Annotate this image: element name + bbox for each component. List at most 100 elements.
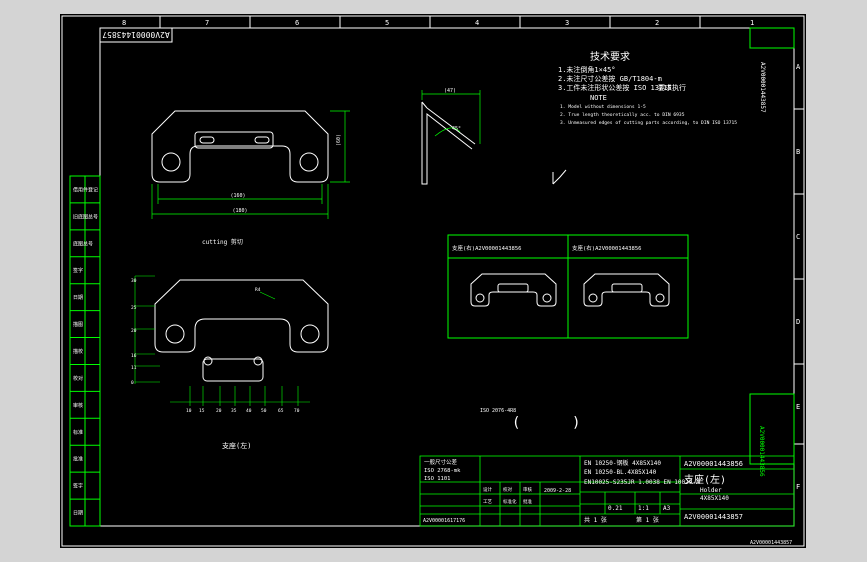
approval-label: 工艺 bbox=[483, 499, 492, 505]
left-strip-label: 审核 bbox=[73, 402, 83, 409]
corner-id: A2V00001443857 bbox=[750, 540, 792, 546]
right-strip bbox=[749, 27, 795, 465]
svg-text:1: 1 bbox=[750, 19, 754, 27]
sheet-count: 共 1 张 bbox=[584, 516, 607, 524]
svg-text:5: 5 bbox=[385, 19, 389, 27]
radius-label: R4 bbox=[255, 287, 261, 293]
dim-width-inner: (160) bbox=[230, 193, 245, 199]
svg-text:70: 70 bbox=[294, 408, 300, 414]
left-strip-label: 校对 bbox=[73, 375, 83, 382]
svg-text:50: 50 bbox=[261, 408, 267, 414]
views-table bbox=[447, 234, 689, 339]
title-scale: 1:1 bbox=[638, 505, 649, 512]
side-view-part bbox=[421, 101, 476, 185]
svg-text:F: F bbox=[796, 483, 800, 491]
flat-pattern-part bbox=[154, 279, 329, 382]
part-number: A2V00001443857 bbox=[684, 513, 743, 521]
svg-text:35: 35 bbox=[231, 408, 237, 414]
svg-text:11: 11 bbox=[131, 365, 137, 371]
svg-text:7: 7 bbox=[205, 19, 209, 27]
left-strip-label: 日期 bbox=[73, 295, 83, 301]
svg-text:D: D bbox=[796, 318, 800, 326]
right-strip-ref: A2V00001443856 bbox=[758, 426, 765, 477]
left-strip-label: 借用件登记 bbox=[73, 186, 98, 193]
svg-text:一般尺寸公差: 一般尺寸公差 bbox=[424, 458, 458, 466]
dim-height: (60) bbox=[336, 134, 342, 146]
flat-pattern-dims bbox=[134, 275, 310, 406]
svg-text:2: 2 bbox=[655, 19, 659, 27]
svg-text:8: 8 bbox=[122, 19, 126, 27]
dim-width-outer: (180) bbox=[232, 208, 247, 214]
surface-finish-symbol bbox=[552, 169, 567, 185]
flat-pattern-left-dims: 30 25 20 16 11 0 bbox=[131, 278, 137, 386]
top-view-part bbox=[151, 110, 329, 183]
svg-text:25: 25 bbox=[131, 305, 137, 311]
svg-text:3: 3 bbox=[565, 19, 569, 27]
cutting-label: cutting 剪切 bbox=[202, 238, 243, 246]
tech-line-2: 2.未注尺寸公差按 GB/T1804-m bbox=[558, 74, 662, 83]
right-grid-letters: A B C D E F bbox=[796, 63, 801, 491]
svg-text:16: 16 bbox=[131, 353, 137, 359]
approval-label: 校对 bbox=[503, 486, 512, 493]
rotated-id-box bbox=[99, 27, 173, 43]
outer-frame bbox=[61, 15, 805, 547]
paren-close: ) bbox=[572, 415, 580, 431]
note-line-1: 1. Model without dimensions 1-5 bbox=[560, 104, 646, 110]
title-block bbox=[419, 455, 795, 527]
title-date: 2009-2-28 bbox=[544, 488, 571, 494]
flat-pattern-bottom-dims: 10 15 20 35 40 50 65 70 bbox=[186, 408, 300, 414]
small-id: A2V00001617176 bbox=[423, 518, 465, 524]
rotated-drawing-id: A2V00001443857 bbox=[102, 30, 170, 39]
view-title: 支座(左) bbox=[222, 441, 251, 450]
left-strip-label: 签字 bbox=[73, 483, 83, 490]
approval-label: 标准化 bbox=[503, 498, 517, 505]
svg-text:B: B bbox=[796, 148, 800, 156]
svg-text:EN 10250-钢板 4X85X140: EN 10250-钢板 4X85X140 bbox=[584, 459, 661, 467]
note-title: NOTE bbox=[590, 94, 607, 102]
title-block-iso: 一般尺寸公差 ISO 2768-mk ISO 1101 bbox=[424, 458, 461, 482]
title-weight: 0.21 bbox=[608, 505, 623, 512]
part-name-cn: 支座(左) bbox=[684, 473, 726, 486]
top-view-dims bbox=[151, 110, 350, 219]
left-strip-label: 日期 bbox=[73, 511, 83, 517]
views-table-header-right: 支座(右)A2V00001443856 bbox=[572, 244, 641, 252]
svg-text:E: E bbox=[796, 403, 800, 411]
approval-label: 批准 bbox=[523, 498, 532, 505]
angle-label: 45° bbox=[452, 126, 461, 132]
svg-text:0: 0 bbox=[131, 380, 134, 386]
part-size: 4X85X140 bbox=[700, 495, 729, 502]
left-strip-label: 批准 bbox=[73, 456, 83, 463]
svg-text:4: 4 bbox=[475, 19, 479, 27]
svg-text:C: C bbox=[796, 233, 800, 241]
part-name-en: Holder bbox=[700, 487, 722, 494]
left-strip-label: 底图总号 bbox=[73, 240, 93, 247]
left-strip-label: 旧底图总号 bbox=[73, 213, 98, 220]
svg-text:10: 10 bbox=[186, 408, 192, 414]
views-table-left-part bbox=[470, 273, 557, 307]
side-view-dims bbox=[421, 90, 481, 144]
left-strip-label: 标准 bbox=[73, 429, 83, 436]
svg-text:ISO 1101: ISO 1101 bbox=[424, 476, 451, 482]
views-table-header-left: 支座(右)A2V00001443856 bbox=[452, 244, 521, 252]
svg-text:15: 15 bbox=[199, 408, 205, 414]
top-grid-ticks bbox=[159, 16, 701, 28]
right-strip-id: A2V00001443857 bbox=[759, 62, 766, 113]
views-table-right-part bbox=[583, 273, 670, 307]
right-grid-ticks bbox=[794, 108, 804, 445]
tech-requirements: 技术要求 1.未注倒角1×45° 2.未注尺寸公差按 GB/T1804-m 3.… bbox=[558, 50, 737, 126]
left-strip-label: 描校 bbox=[73, 348, 83, 355]
note-line-2: 2. True length theoretically acc. to DIN… bbox=[560, 112, 685, 118]
inner-border bbox=[99, 27, 795, 527]
sheet-number: 第 1 张 bbox=[636, 516, 659, 524]
left-strip-label: 描图 bbox=[73, 321, 83, 328]
svg-text:ISO 2768-mk: ISO 2768-mk bbox=[424, 468, 461, 474]
tech-line-3: 3.工件未注形状公差按 ISO 13715 bbox=[558, 83, 672, 92]
title-ref-number: A2V00001443856 bbox=[684, 460, 743, 468]
svg-text:40: 40 bbox=[246, 408, 252, 414]
svg-text:EN10025-S235JR 1.0038 EN 10029: EN10025-S235JR 1.0038 EN 10029-A bbox=[584, 479, 700, 486]
title-block-material: EN 10250-钢板 4X85X140 EN 10250-BL.4X85X14… bbox=[584, 459, 700, 486]
cad-viewport[interactable]: 8 7 6 5 4 3 2 1 A B C D E F A2V000014438… bbox=[60, 14, 806, 548]
paren-open: ( bbox=[512, 415, 520, 431]
svg-text:30: 30 bbox=[131, 278, 137, 284]
